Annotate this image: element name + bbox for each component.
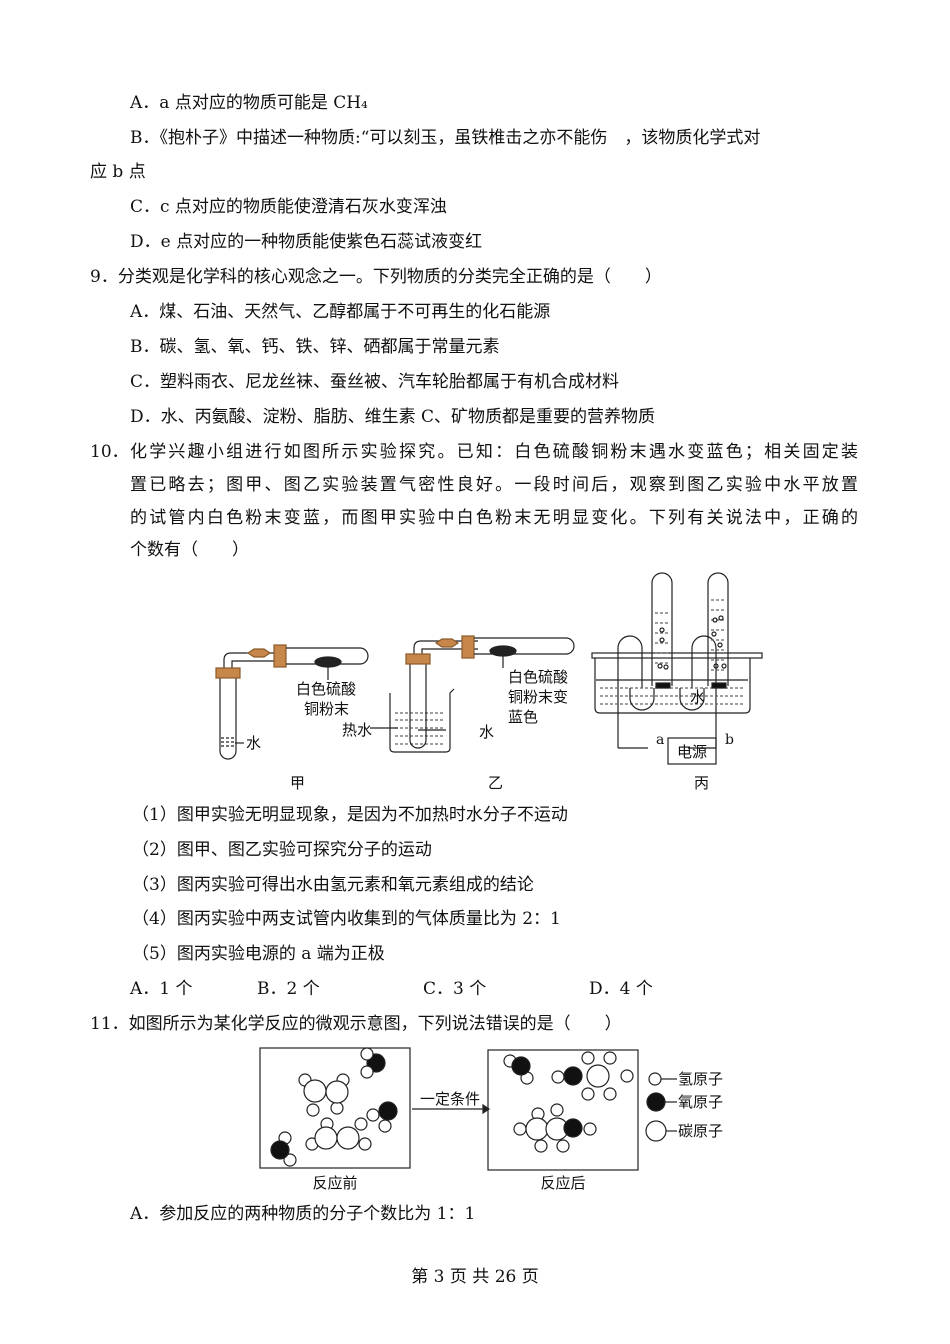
yi-powder-label: 白色硫酸: [508, 668, 568, 686]
legend-hydrogen: 氢原子: [678, 1070, 723, 1088]
yi-hot-water-label: 热水: [342, 721, 372, 739]
figure-yi: [370, 635, 575, 753]
power-supply-label: 电源: [677, 743, 707, 761]
q8-option-c: C．c 点对应的物质能使澄清石灰水变浑浊: [130, 197, 447, 217]
q8-option-a: A．a 点对应的物质可能是 CH₄: [130, 93, 368, 113]
terminal-a-label: a: [656, 732, 664, 748]
legend-oxygen: 氧原子: [678, 1093, 723, 1111]
jia-powder-label: 白色硫酸: [296, 680, 356, 698]
bing-caption: 丙: [694, 774, 709, 792]
jia-water-label: 水: [246, 734, 261, 752]
q11-figure: 一定条件 反应前 反应后 氢原子 氧原子 碳原子: [259, 1047, 723, 1192]
q10-option-a: A．1 个: [130, 979, 193, 999]
q9-option-a: A．煤、石油、天然气、乙醇都属于不可再生的化石能源: [130, 302, 551, 322]
q8-option-d: D．e 点对应的一种物质能使紫色石蕊试液变红: [130, 232, 483, 252]
q10-option-c: C．3 个: [423, 979, 487, 999]
q10-option-d: D．4 个: [589, 979, 653, 999]
q8-option-b-cont: 应 b 点: [90, 162, 146, 182]
q10-stem-line: 个数有（ ）: [130, 540, 249, 560]
q10-statement: （3）图丙实验可得出水由氢元素和氧元素组成的结论: [132, 875, 534, 895]
q8-option-b: B．《抱朴子》中描述一种物质:“可以刻玉，虽铁椎击之亦不能伤 ，该物质化学式对: [130, 128, 761, 148]
jia-caption: 甲: [290, 774, 305, 792]
before-caption: 反应前: [312, 1174, 357, 1192]
q10-stem-line: 化学兴趣小组进行如图所示实验探究。已知：白色硫酸铜粉末遇水变蓝色；相关固定装: [130, 442, 858, 462]
yi-caption: 乙: [488, 774, 503, 792]
page-footer: 第 3 页 共 26 页: [411, 1267, 539, 1287]
q10-statement: （5）图丙实验电源的 a 端为正极: [132, 944, 385, 964]
yi-water-label: 水: [479, 723, 494, 741]
q11-option-a: A．参加反应的两种物质的分子个数比为 1：1: [130, 1204, 476, 1224]
after-caption: 反应后: [540, 1174, 585, 1192]
figure-bing: [591, 572, 763, 765]
q10-statement: （2）图甲、图乙实验可探究分子的运动: [132, 840, 432, 860]
yi-powder-label: 蓝色: [508, 708, 538, 726]
q9-option-c: C．塑料雨衣、尼龙丝袜、蚕丝被、汽车轮胎都属于有机合成材料: [130, 372, 620, 392]
reaction-condition-label: 一定条件: [420, 1090, 480, 1108]
q10-statement: （1）图甲实验无明显现象，是因为不加热时水分子不运动: [132, 805, 568, 825]
terminal-b-label: b: [725, 732, 734, 748]
q10-number: 10．: [90, 442, 129, 462]
q11-stem: 11．如图所示为某化学反应的微观示意图，下列说法错误的是（ ）: [90, 1014, 622, 1034]
jia-powder-label: 铜粉末: [304, 700, 349, 718]
q9-option-b: B．碳、氢、氧、钙、铁、锌、硒都属于常量元素: [130, 337, 500, 357]
q9-option-d: D．水、丙氨酸、淀粉、脂肪、维生素 C、矿物质都是重要的营养物质: [130, 407, 656, 427]
legend-carbon: 碳原子: [678, 1122, 723, 1140]
figure-jia: [215, 644, 369, 760]
q10-stem-line: 置已略去；图甲、图乙实验装置气密性良好。一段时间后，观察到图乙实验中水平放置: [130, 475, 858, 495]
q10-option-b: B．2 个: [257, 979, 320, 999]
q10-statement: （4）图丙实验中两支试管内收集到的气体质量比为 2：1: [132, 909, 561, 929]
bing-water-label: 水: [690, 688, 705, 706]
q10-figure: 白色硫酸 铜粉末 水 甲 白色硫酸 铜粉末变 蓝色 热水 水 乙: [215, 572, 763, 792]
yi-powder-label: 铜粉末变: [508, 688, 568, 706]
q9-stem: 9．分类观是化学科的核心观念之一。下列物质的分类完全正确的是（ ）: [90, 267, 662, 287]
q10-stem-line: 的试管内白色粉末变蓝，而图甲实验中白色粉末无明显变化。下列有关说法中，正确的: [130, 508, 858, 528]
